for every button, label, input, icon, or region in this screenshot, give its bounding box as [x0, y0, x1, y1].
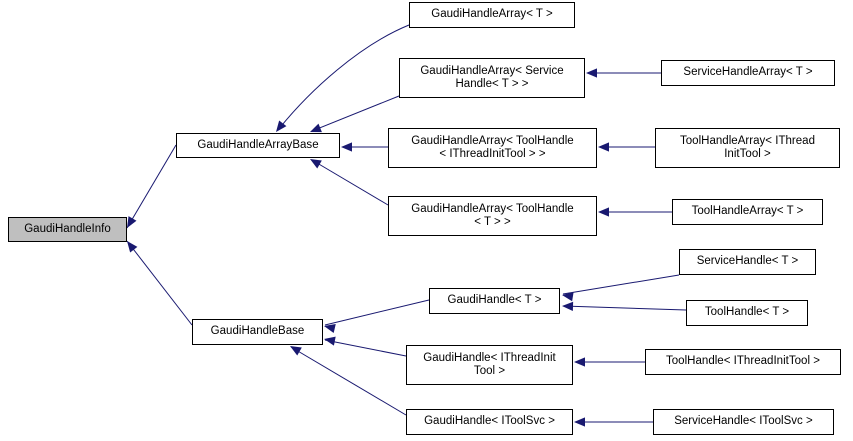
inheritance-arrowhead: [598, 142, 609, 152]
inheritance-edge: [311, 95, 400, 132]
class-node-label: ServiceHandle< T >: [696, 255, 799, 268]
class-node-label: ServiceHandleArray< T >: [683, 66, 813, 79]
inheritance-arrowhead: [586, 68, 597, 78]
inheritance-arrowhead: [574, 357, 585, 367]
class-node-label: ToolHandle< T >: [704, 306, 790, 319]
class-node-label: GaudiHandleArray< ToolHandle < T > >: [411, 202, 574, 229]
inheritance-arrowhead: [310, 123, 322, 133]
class-node-gaudi-handle-array-service-handle-t[interactable]: GaudiHandleArray< Service Handle< T > >: [399, 58, 585, 98]
inheritance-arrowhead: [324, 323, 336, 333]
class-node-gaudi-handle-array-tool-handle-t[interactable]: GaudiHandleArray< ToolHandle < T > >: [388, 196, 597, 236]
class-node-label: ToolHandleArray< T >: [691, 205, 804, 218]
class-node-gaudi-handle-ithreadinittool[interactable]: GaudiHandle< IThreadInit Tool >: [406, 345, 573, 385]
class-node-service-handle-t[interactable]: ServiceHandle< T >: [679, 249, 816, 275]
class-node-gaudi-handle-array-t[interactable]: GaudiHandleArray< T >: [409, 2, 575, 28]
class-node-service-handle-itoolsvc[interactable]: ServiceHandle< IToolSvc >: [653, 409, 834, 435]
inheritance-edge: [126, 144, 177, 229]
class-node-label: GaudiHandleArray< ToolHandle < IThreadIn…: [411, 134, 574, 161]
inheritance-edge: [311, 159, 389, 206]
inheritance-edge: [290, 346, 407, 416]
inheritance-edge: [324, 339, 407, 357]
inheritance-arrowhead: [598, 207, 609, 217]
class-node-label: GaudiHandleArray< Service Handle< T > >: [420, 64, 564, 91]
class-node-label: GaudiHandle< IThreadInit Tool >: [423, 351, 556, 378]
class-node-label: GaudiHandleArrayBase: [197, 138, 319, 151]
class-node-label: ToolHandle< IThreadInitTool >: [665, 355, 820, 368]
class-node-gaudi-handle-array-tool-handle-ithreadinittool[interactable]: GaudiHandleArray< ToolHandle < IThreadIn…: [388, 128, 597, 168]
class-node-label: GaudiHandle< IToolSvc >: [424, 415, 555, 428]
class-node-gaudi-handle-t[interactable]: GaudiHandle< T >: [429, 288, 560, 314]
inheritance-edge: [126, 240, 193, 326]
class-node-label: ToolHandleArray< IThread InitTool >: [679, 134, 816, 161]
inheritance-arrowhead: [290, 346, 302, 356]
inheritance-arrowhead: [324, 336, 336, 346]
class-node-service-handle-array-t[interactable]: ServiceHandleArray< T >: [661, 60, 835, 86]
class-node-tool-handle-array-ithreadinittool[interactable]: ToolHandleArray< IThread InitTool >: [655, 128, 840, 168]
class-node-label: ServiceHandle< IToolSvc >: [674, 415, 813, 428]
class-node-gaudi-handle-base[interactable]: GaudiHandleBase: [192, 319, 323, 345]
class-node-label: GaudiHandle< T >: [447, 294, 542, 307]
class-node-gaudi-handle-itoolsvc[interactable]: GaudiHandle< IToolSvc >: [406, 409, 573, 435]
inheritance-arrowhead: [276, 120, 287, 132]
class-node-tool-handle-t[interactable]: ToolHandle< T >: [686, 300, 808, 326]
inheritance-edge: [277, 24, 410, 131]
inheritance-arrowhead: [310, 159, 322, 169]
inheritance-edge: [324, 299, 430, 326]
class-node-label: GaudiHandleBase: [210, 325, 305, 338]
inheritance-arrowhead: [127, 216, 137, 228]
inheritance-arrowhead: [562, 301, 574, 311]
class-node-gaudi-handle-info[interactable]: GaudiHandleInfo: [8, 217, 127, 242]
inheritance-edge: [562, 274, 680, 295]
inheritance-arrowhead: [341, 142, 352, 152]
class-node-label: GaudiHandleArray< T >: [431, 8, 553, 21]
inheritance-edge: [562, 305, 687, 311]
class-node-tool-handle-ithreadinittool[interactable]: ToolHandle< IThreadInitTool >: [645, 349, 841, 375]
inheritance-arrowhead: [127, 241, 138, 253]
inheritance-arrowhead: [574, 417, 585, 427]
class-node-label: GaudiHandleInfo: [24, 222, 111, 235]
class-node-tool-handle-array-t[interactable]: ToolHandleArray< T >: [672, 199, 823, 225]
class-node-gaudi-handle-array-base[interactable]: GaudiHandleArrayBase: [176, 133, 340, 158]
inheritance-arrowhead: [562, 292, 574, 302]
